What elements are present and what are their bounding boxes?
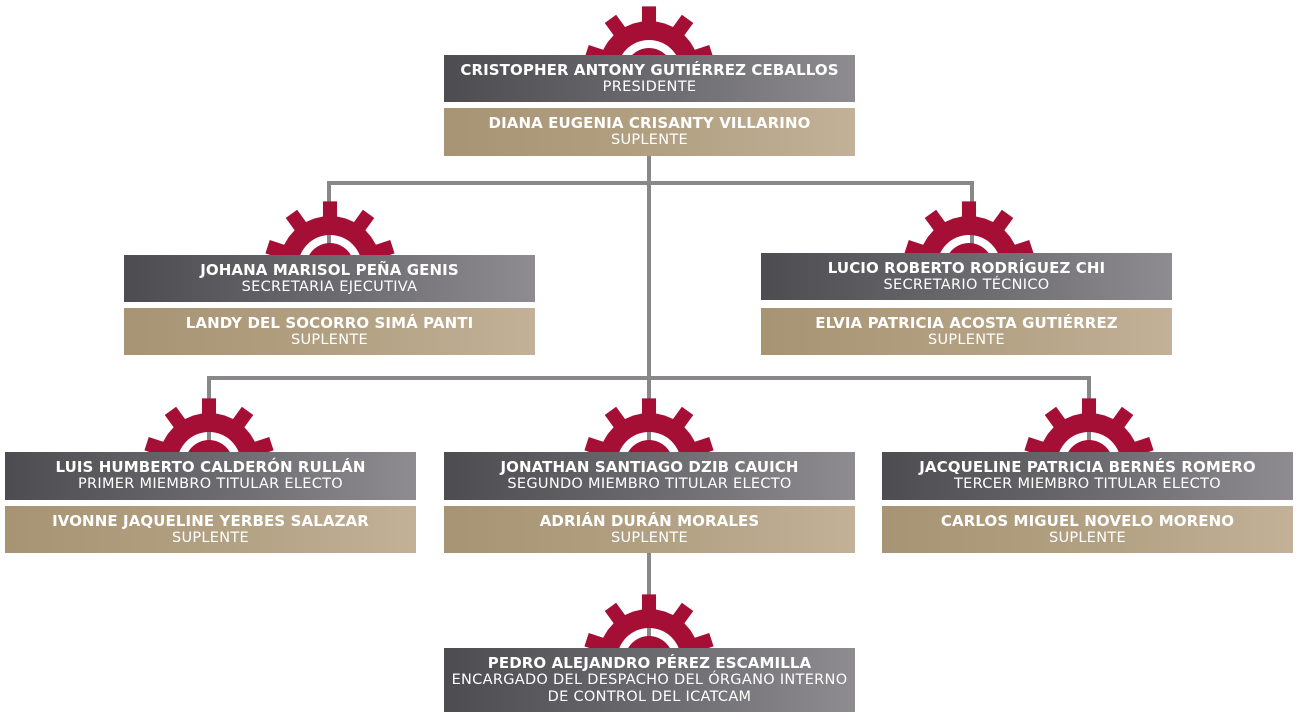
secretario-tecnico-role: SECRETARIO TÉCNICO (883, 276, 1050, 293)
secretario-tecnico-suplente-role: SUPLENTE (927, 331, 1006, 348)
presidente-suplente-role: SUPLENTE (610, 132, 689, 148)
organo-interno-name: PEDRO ALEJANDRO PÉREZ ESCAMILLA (487, 653, 812, 672)
secretaria-ejecutiva-titular-box: JOHANA MARISOL PEÑA GENIS SECRETARIA EJE… (124, 255, 535, 302)
gear-icon (129, 392, 289, 452)
presidente-role: PRESIDENTE (602, 78, 697, 95)
secretario-tecnico-suplente-box: ELVIA PATRICIA ACOSTA GUTIÉRREZ SUPLENTE (761, 308, 1172, 355)
secretaria-ejecutiva-name: JOHANA MARISOL PEÑA GENIS (200, 260, 459, 279)
primer-miembro-suplente-role: SUPLENTE (171, 529, 250, 546)
primer-miembro-role: PRIMER MIEMBRO TITULAR ELECTO (77, 476, 344, 492)
secretario-tecnico-name: LUCIO ROBERTO RODRÍGUEZ CHI (827, 258, 1106, 277)
primer-miembro-name: LUIS HUMBERTO CALDERÓN RULLÁN (55, 458, 366, 476)
gear-icon (569, 588, 729, 648)
segundo-miembro-titular-box: JONATHAN SANTIAGO DZIB CAUICH SEGUNDO MI… (444, 452, 855, 500)
tercer-miembro-suplente-box: CARLOS MIGUEL NOVELO MORENO SUPLENTE (882, 506, 1293, 553)
secretaria-ejecutiva-role: SECRETARIA EJECUTIVA (241, 278, 418, 295)
tercer-miembro-role: TERCER MIEMBRO TITULAR ELECTO (954, 476, 1221, 492)
connector-level1-horizontal (327, 181, 974, 185)
tercer-miembro-suplente-name: CARLOS MIGUEL NOVELO MORENO (940, 511, 1235, 530)
primer-miembro-titular-box: LUIS HUMBERTO CALDERÓN RULLÁN PRIMER MIE… (5, 452, 416, 500)
tercer-miembro-name: JACQUELINE PATRICIA BERNÉS ROMERO (919, 458, 1256, 476)
secretario-tecnico-titular-box: LUCIO ROBERTO RODRÍGUEZ CHI SECRETARIO T… (761, 253, 1172, 300)
connector-trunk-top (647, 156, 651, 384)
segundo-miembro-suplente-role: SUPLENTE (610, 529, 689, 546)
primer-miembro-suplente-box: IVONNE JAQUELINE YERBES SALAZAR SUPLENTE (5, 506, 416, 553)
presidente-titular-box: CRISTOPHER ANTONY GUTIÉRREZ CEBALLOS PRE… (444, 55, 855, 102)
secretario-tecnico-suplente-name: ELVIA PATRICIA ACOSTA GUTIÉRREZ (815, 313, 1118, 332)
gear-icon (1009, 392, 1169, 452)
secretaria-ejecutiva-suplente-name: LANDY DEL SOCORRO SIMÁ PANTI (185, 313, 474, 332)
organo-interno-role-line1: ENCARGADO DEL DESPACHO DEL ÓRGANO INTERN… (451, 671, 848, 688)
segundo-miembro-name: JONATHAN SANTIAGO DZIB CAUICH (500, 458, 799, 476)
segundo-miembro-role: SEGUNDO MIEMBRO TITULAR ELECTO (507, 476, 792, 492)
secretaria-ejecutiva-suplente-role: SUPLENTE (290, 331, 369, 348)
organo-interno-role-line2: DE CONTROL DEL ICATCAM (547, 688, 752, 705)
secretaria-ejecutiva-suplente-box: LANDY DEL SOCORRO SIMÁ PANTI SUPLENTE (124, 308, 535, 355)
organo-interno-titular-box: PEDRO ALEJANDRO PÉREZ ESCAMILLA ENCARGAD… (444, 648, 855, 712)
presidente-suplente-name: DIANA EUGENIA CRISANTY VILLARINO (488, 114, 811, 132)
segundo-miembro-suplente-box: ADRIÁN DURÁN MORALES SUPLENTE (444, 506, 855, 553)
tercer-miembro-suplente-role: SUPLENTE (1048, 529, 1127, 546)
gear-icon (569, 0, 729, 60)
primer-miembro-suplente-name: IVONNE JAQUELINE YERBES SALAZAR (52, 511, 369, 530)
gear-icon (569, 392, 729, 452)
segundo-miembro-suplente-name: ADRIÁN DURÁN MORALES (539, 511, 760, 530)
gear-icon (889, 195, 1049, 255)
presidente-suplente-box: DIANA EUGENIA CRISANTY VILLARINO SUPLENT… (444, 108, 855, 156)
gear-icon (250, 195, 410, 255)
tercer-miembro-titular-box: JACQUELINE PATRICIA BERNÉS ROMERO TERCER… (882, 452, 1293, 500)
presidente-name: CRISTOPHER ANTONY GUTIÉRREZ CEBALLOS (460, 60, 839, 79)
